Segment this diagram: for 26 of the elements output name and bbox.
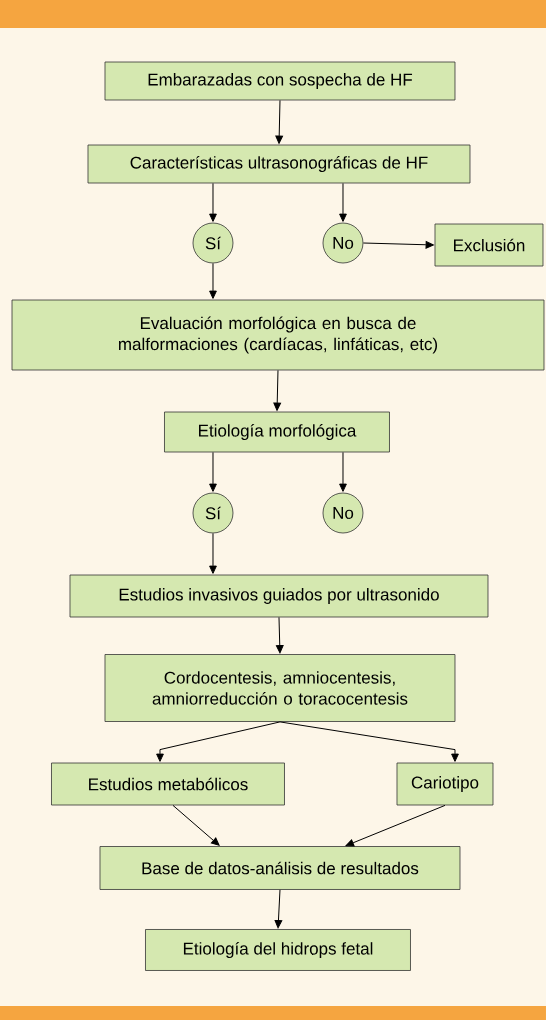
arrow: [275, 99, 284, 144]
arrow: [274, 889, 283, 929]
process-box: Embarazadas con sospecha de HF: [104, 61, 456, 101]
arrow: [156, 721, 281, 762]
process-box: Cordocentesis, amniocentesis, amniorreducción o toracocentesis: [104, 654, 456, 722]
arrow: [209, 451, 217, 492]
process-box: Estudios invasivos guiados por ultrasonido: [69, 574, 489, 618]
arrow: [275, 616, 284, 654]
arrow: [345, 804, 446, 847]
arrow: [362, 240, 434, 249]
arrow: [279, 721, 459, 762]
process-box: Evaluación morfológica en busca de malformaciones (cardíacas, linfáticas, etc): [11, 299, 545, 371]
process-box: Base de datos-análisis de resultados: [99, 846, 461, 890]
process-box: Cariotipo: [396, 762, 494, 806]
process-box: Etiología morfológica: [164, 411, 390, 453]
arrow: [339, 182, 347, 222]
process-box: Etiología del hidrops fetal: [145, 929, 411, 971]
process-box: Estudios metabólicos: [51, 762, 285, 806]
arrow: [172, 804, 220, 846]
arrow: [339, 451, 347, 492]
process-box: Exclusión: [434, 223, 544, 267]
process-box: Características ultrasonográficas de HF: [87, 144, 471, 184]
arrow: [273, 369, 282, 411]
arrow: [209, 532, 217, 574]
arrow: [209, 262, 217, 299]
arrow: [209, 182, 217, 222]
